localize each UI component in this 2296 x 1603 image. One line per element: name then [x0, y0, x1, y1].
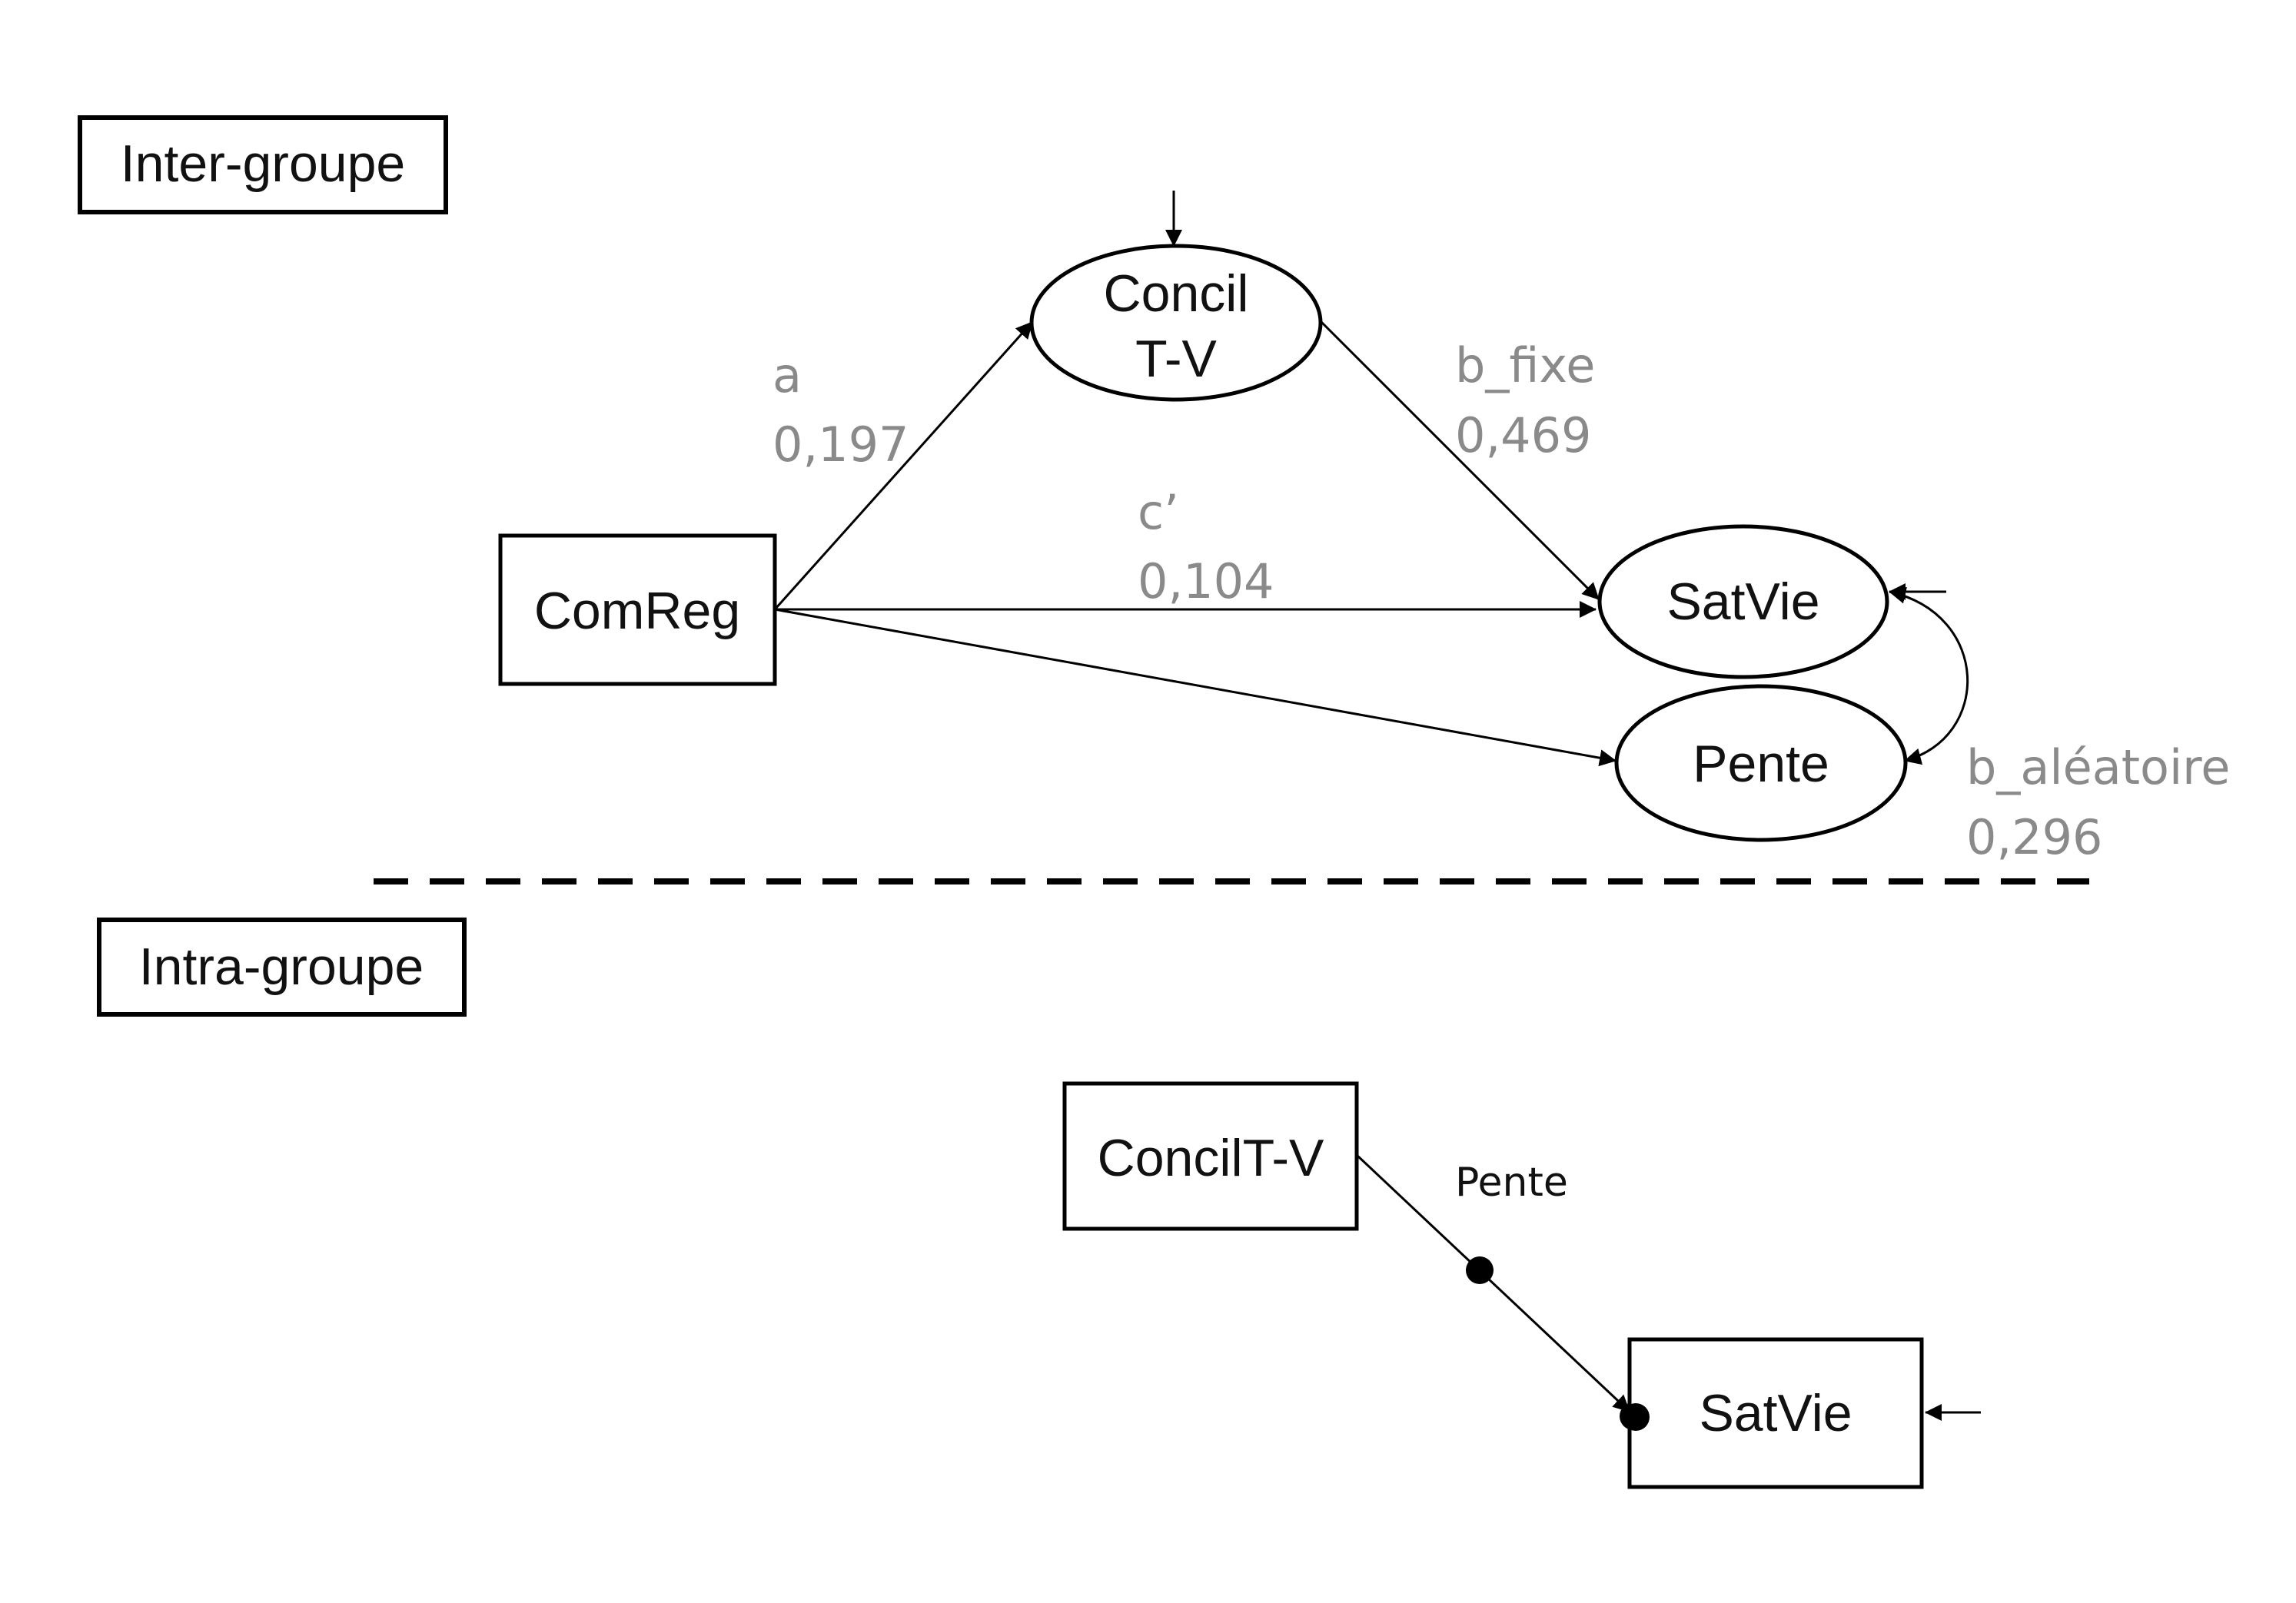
- path-a-name: a: [773, 347, 802, 403]
- pente-label: Pente: [1693, 735, 1829, 793]
- satvie-between-node: SatVie: [1597, 524, 1889, 679]
- path-c-prime-value: 0,104: [1138, 553, 1274, 609]
- concil-tv-within-label: ConcilT-V: [1098, 1129, 1324, 1187]
- path-comreg-pente-arrow: [774, 608, 1617, 767]
- path-c-prime-name: c’: [1138, 484, 1179, 540]
- concil-tv-label-line1: Concil: [1104, 264, 1249, 323]
- satvie-between-label: SatVie: [1666, 572, 1819, 631]
- path-a-value: 0,197: [773, 417, 909, 473]
- path-b-aleatoire-name: b_aléatoire: [1966, 739, 2230, 795]
- path-b-aleatoire-value: 0,296: [1966, 809, 2103, 865]
- path-b-fixe-arrow: [1319, 320, 1600, 601]
- within-section-title: Intra-groupe: [139, 938, 424, 996]
- concil-tv-node: Concil T-V: [1029, 244, 1323, 402]
- path-b-fixe-value: 0,469: [1455, 407, 1592, 463]
- within-random-slope-dot: [1466, 1256, 1494, 1284]
- between-section-title: Inter-groupe: [121, 134, 405, 193]
- within-section-label: Intra-groupe: [97, 918, 467, 1017]
- path-b-fixe-name: b_fixe: [1455, 337, 1595, 393]
- comreg-node: ComReg: [498, 533, 777, 686]
- concil-tv-within-node: ConcilT-V: [1062, 1081, 1359, 1231]
- comreg-label: ComReg: [534, 582, 740, 640]
- satvie-within-label: SatVie: [1699, 1384, 1852, 1442]
- between-section-label: Inter-groupe: [78, 115, 448, 214]
- pente-node: Pente: [1614, 684, 1908, 842]
- satvie-pente-covariance: [1889, 586, 1969, 765]
- within-slope-target-dot-overlay: [1622, 1403, 1650, 1431]
- satvie-within-node: SatVie: [1627, 1337, 1924, 1489]
- concil-tv-label-line2: T-V: [1135, 330, 1217, 388]
- path-a-arrow: [773, 320, 1034, 611]
- within-pente-path-arrow: [1355, 1153, 1631, 1413]
- within-pente-label: Pente: [1455, 1160, 1568, 1206]
